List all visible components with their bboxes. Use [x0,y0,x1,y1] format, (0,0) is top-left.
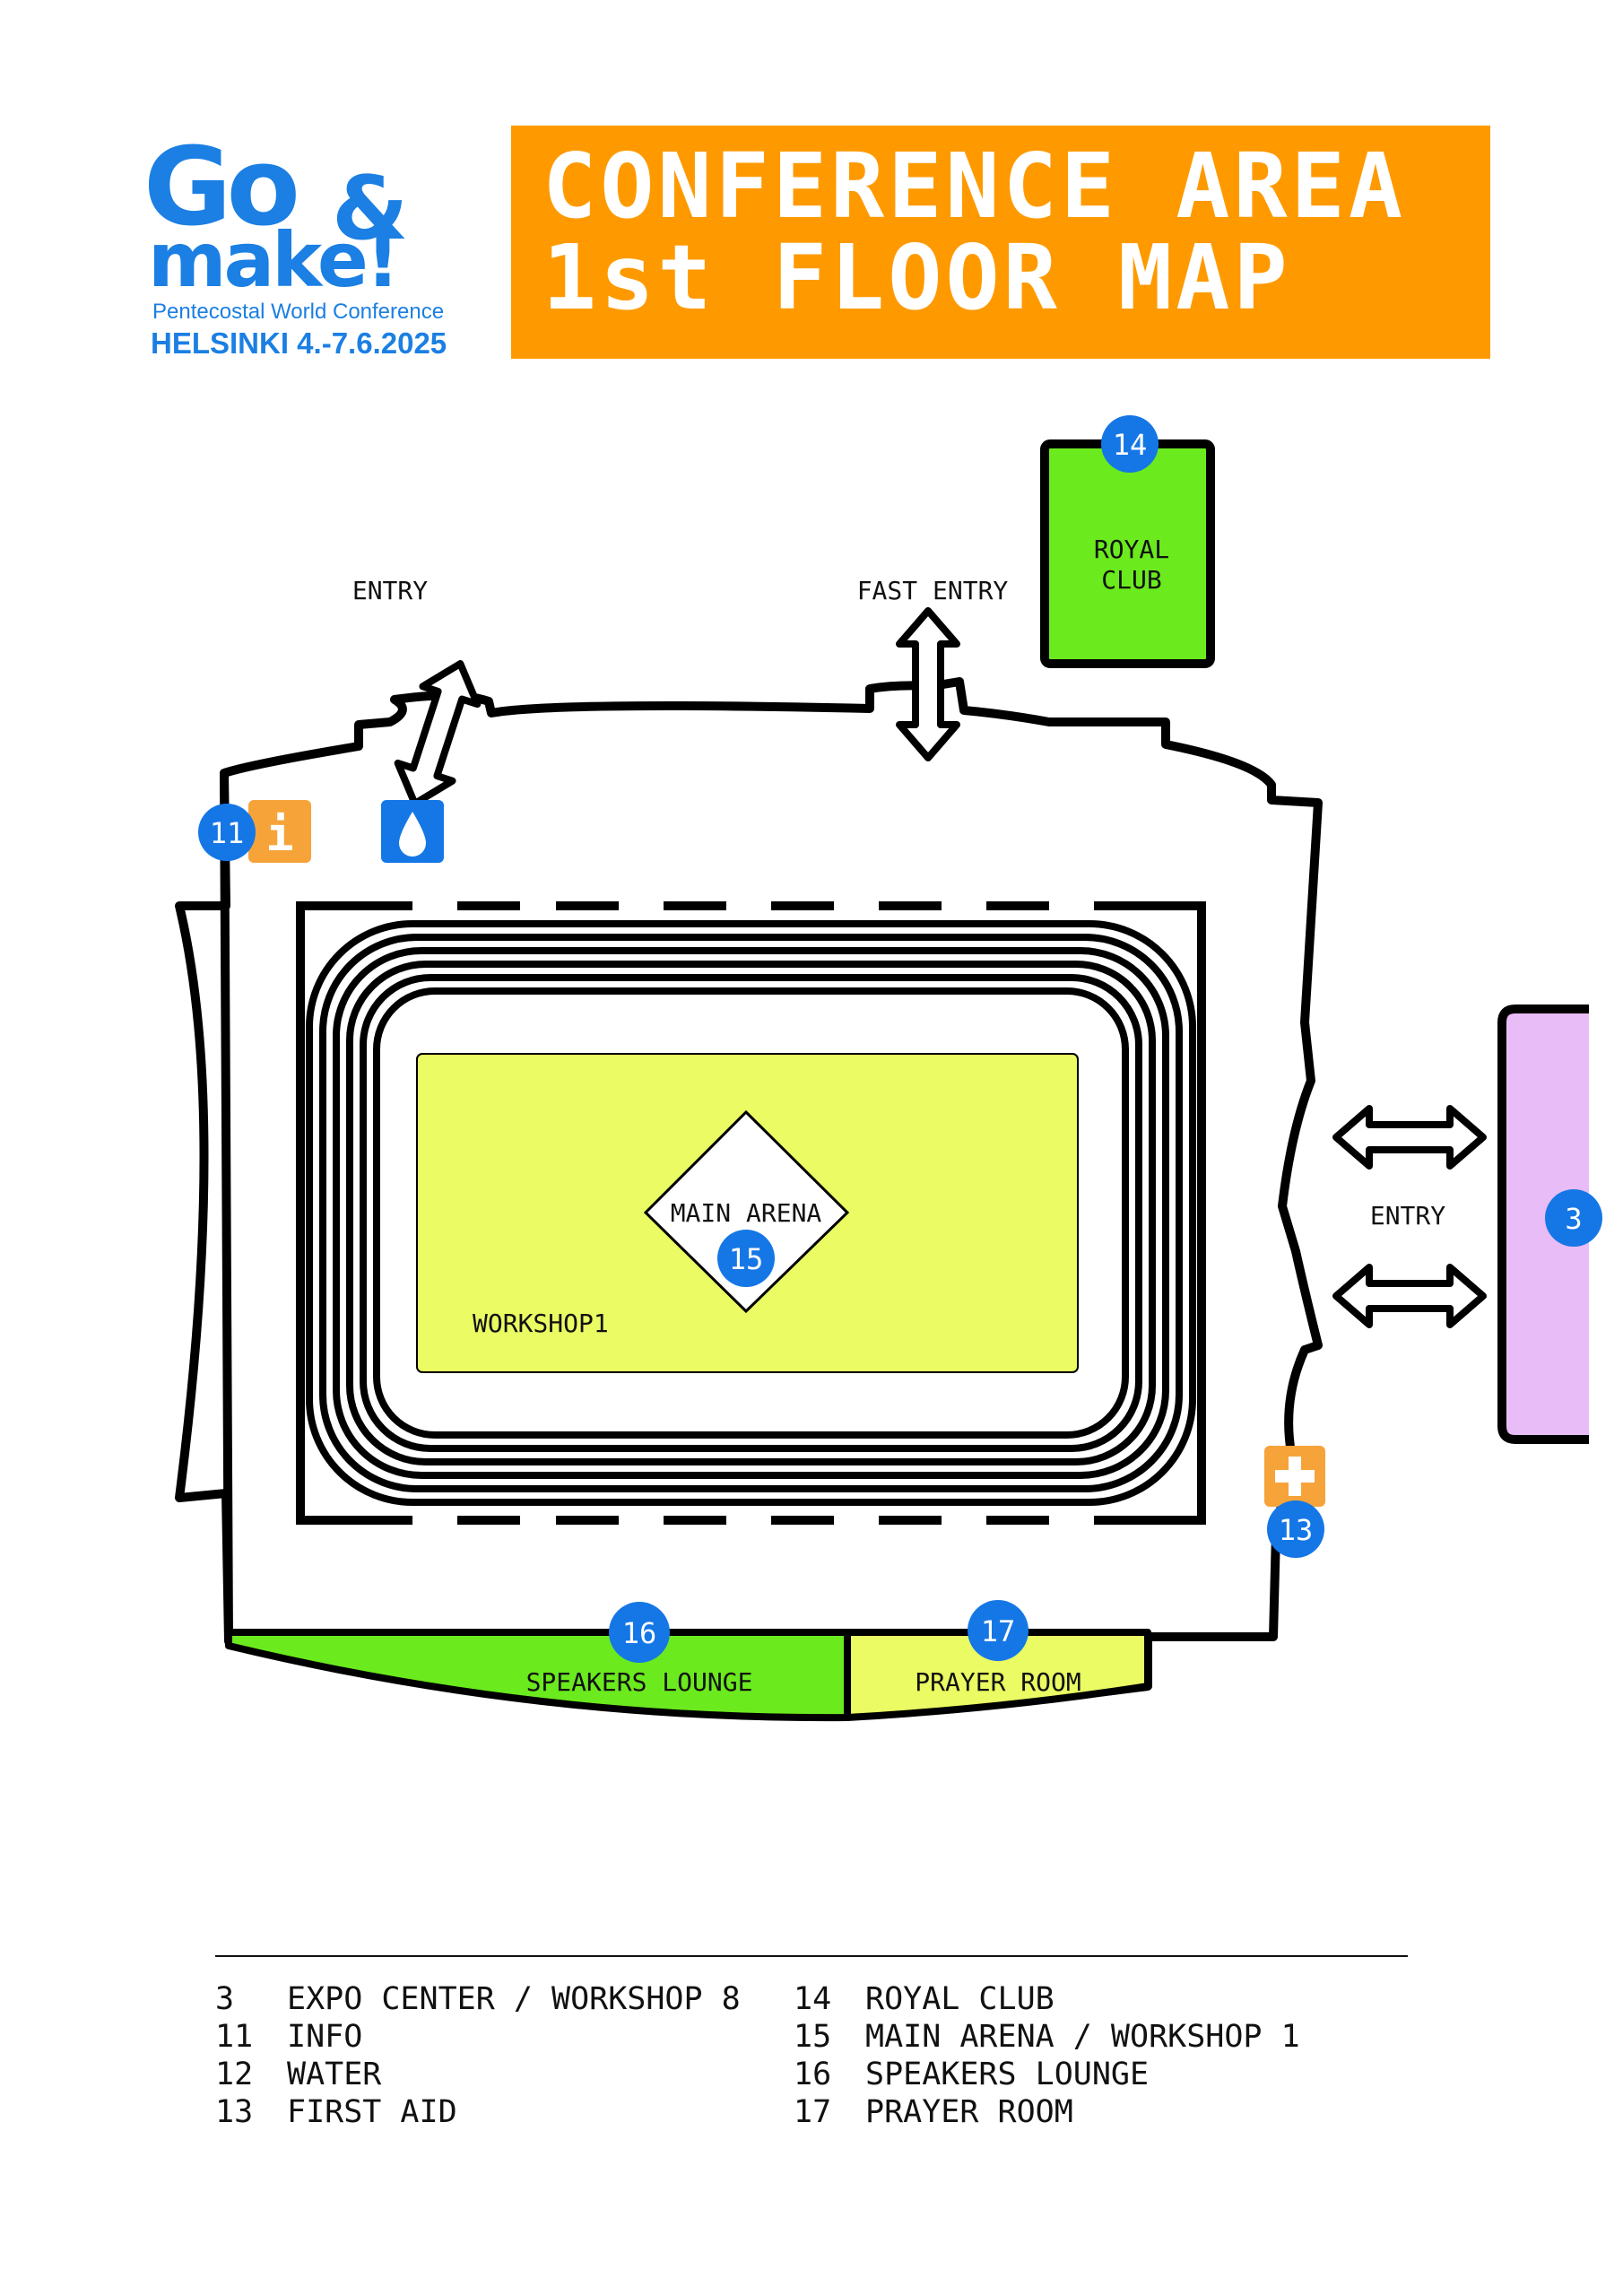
svg-text:15: 15 [729,1242,764,1276]
marker-17[interactable]: 17 [968,1600,1028,1661]
logo-subtitle: Pentecostal World Conference [152,300,445,324]
legend-divider [215,1955,1408,1957]
royal-club-label-2: CLUB [1101,565,1161,595]
fast-entry-label: FAST ENTRY [857,576,1009,605]
water-icon[interactable] [381,800,444,863]
marker-15[interactable]: 15 [717,1230,775,1287]
info-icon[interactable]: i [248,800,311,863]
logo-date: HELSINKI 4.-7.6.2025 [151,326,447,360]
workshop1-label: WORKSHOP1 [473,1309,609,1338]
royal-club-label-1: ROYAL [1094,535,1169,564]
first-aid-icon[interactable] [1264,1446,1325,1507]
prayer-room-area[interactable] [844,1629,1151,1721]
double-arrow-icon [394,660,482,807]
svg-text:17: 17 [981,1614,1016,1648]
double-arrow-icon [1332,1264,1487,1328]
entry-top-label: ENTRY [352,576,428,605]
marker-11[interactable]: 11 [198,804,256,861]
marker-16[interactable]: 16 [609,1602,670,1663]
logo-ampersand: & [332,158,409,260]
title-line-2: 1st FLOOR MAP [542,225,1291,330]
svg-text:11: 11 [210,816,245,850]
go-and-make-logo: Go & make! Pentecostal World Conference … [135,126,447,368]
marker-13[interactable]: 13 [1267,1500,1324,1558]
svg-text:13: 13 [1279,1513,1314,1547]
logo-go-text: Go [143,126,300,250]
double-arrow-icon [896,607,960,761]
main-arena-label: MAIN ARENA [671,1198,822,1228]
svg-text:i: i [265,808,293,862]
svg-text:14: 14 [1113,428,1148,462]
double-arrow-icon [1332,1105,1487,1170]
expo-center-area[interactable] [1497,1004,1589,1444]
entry-right-label: ENTRY [1370,1201,1445,1231]
marker-14[interactable]: 14 [1101,415,1159,473]
main-arena-diamond [643,1109,850,1314]
speakers-lounge-area[interactable] [225,1629,851,1722]
prayer-room-label: PRAYER ROOM [915,1667,1081,1697]
logo-make-text: make! [148,216,400,304]
marker-3[interactable]: 3 [1545,1189,1602,1247]
svg-text:16: 16 [622,1616,657,1650]
title-line-1: CONFERENCE AREA [542,134,1407,239]
speakers-lounge-label: SPEAKERS LOUNGE [526,1667,753,1697]
svg-text:3: 3 [1565,1202,1582,1236]
title-banner: CONFERENCE AREA 1st FLOOR MAP [511,126,1490,359]
